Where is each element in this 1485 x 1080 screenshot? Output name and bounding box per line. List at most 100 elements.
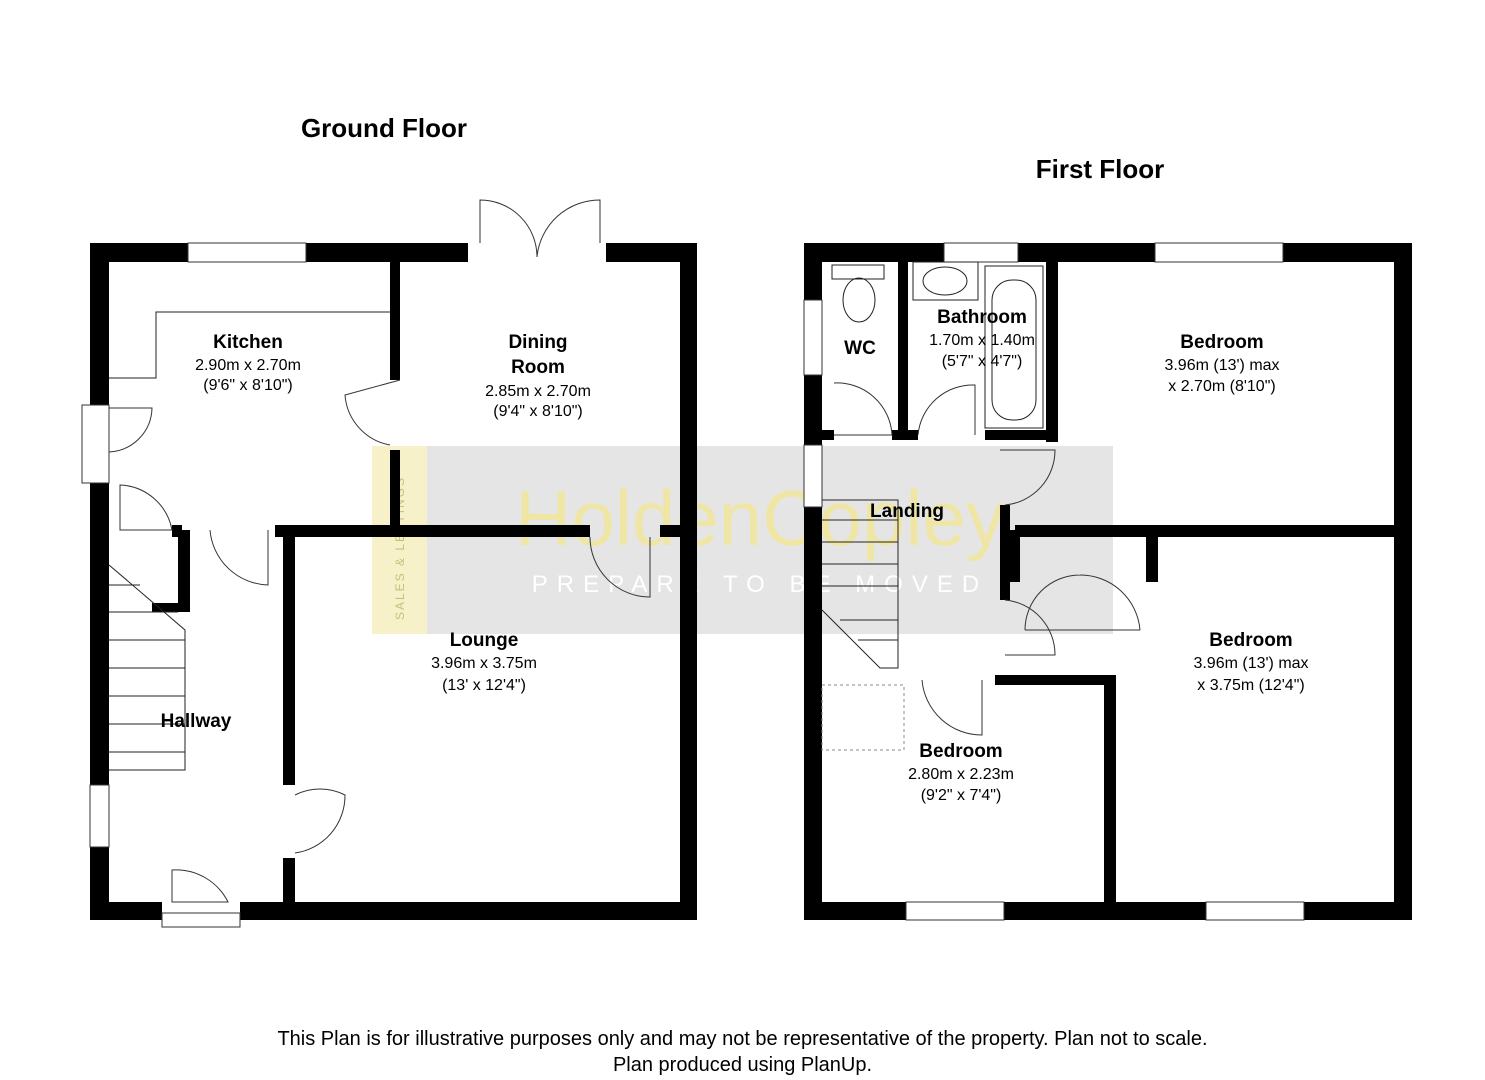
toilet-bowl (842, 277, 876, 323)
wall-kitchen-dining (390, 262, 400, 380)
wall-hall-lounge (283, 525, 295, 785)
wall-wc-bottom-b (892, 430, 918, 440)
window-kitchen-side-door (81, 404, 110, 484)
wall-bottom-right (240, 902, 697, 920)
wall-wardrobe-right (1146, 530, 1158, 582)
bathroom-name: Bathroom (937, 307, 1027, 328)
first-stairs (821, 499, 899, 669)
bathroom-fixtures (831, 261, 1044, 429)
bedroom1-name: Bedroom (1180, 332, 1263, 353)
bedroom2-dim-metric: 3.96m (13') max (1193, 655, 1308, 672)
disclaimer-line2: Plan produced using PlanUp. (612, 1054, 873, 1076)
wall-bath-bed (1046, 262, 1058, 442)
cupboard-door (119, 484, 173, 531)
ground-stairs (108, 564, 186, 771)
ground-floor-title: Ground Floor (301, 113, 467, 143)
wall-bottom-left (90, 902, 162, 920)
landing-name: Landing (870, 501, 944, 522)
kitchen-dim-metric: 2.90m x 2.70m (195, 357, 301, 374)
watermark-box (427, 446, 1113, 634)
window-wc-side (803, 299, 823, 376)
wall-wc-bath (898, 262, 908, 438)
disclaimer: This Plan is for illustrative purposes o… (0, 1026, 1485, 1078)
wall-right (1394, 243, 1412, 920)
wc-cistern (831, 264, 885, 280)
window-kitchen (187, 242, 307, 263)
wardrobe-doors (1024, 574, 1141, 631)
kitchen-name: Kitchen (213, 332, 283, 353)
wall-wardrobe-left (1010, 530, 1020, 582)
basin (922, 266, 968, 296)
wall-hall-lounge-lower (283, 858, 295, 908)
disclaimer-line1: This Plan is for illustrative purposes o… (277, 1028, 1208, 1050)
ground-floor: Ground Floor (81, 113, 697, 928)
window-landing-side (803, 444, 823, 508)
wall-lounge-top (275, 525, 590, 537)
bathroom-dim-metric: 1.70m x 1.40m (929, 332, 1035, 349)
wall-left (804, 243, 822, 920)
lounge-dim-imperial: (13' x 12'4") (442, 677, 526, 694)
wall-bedroom-divider (1015, 525, 1394, 537)
bedroom3-dim-imperial: (9'2" x 7'4") (921, 787, 1002, 804)
front-door-threshold (161, 912, 241, 928)
bedroom1-door (1000, 449, 1056, 506)
watermark: SALES & LETTINGS HoldenCopley PREPARE TO… (372, 446, 1113, 634)
window-bedroom1 (1154, 242, 1284, 263)
kitchen-back-door (108, 407, 153, 453)
bedroom2-name: Bedroom (1209, 630, 1292, 651)
window-bathroom (943, 242, 1019, 263)
bathroom-dim-imperial: (5'7" x 4'7") (942, 353, 1023, 370)
wall-cupboard (178, 530, 190, 612)
kitchen-counter (109, 311, 390, 379)
lounge-dim-metric: 3.96m x 3.75m (431, 655, 537, 672)
lounge-name: Lounge (450, 630, 519, 651)
watermark-tagline: PREPARE TO BE MOVED (532, 571, 988, 598)
bathroom-door (917, 384, 976, 436)
dining-dim-metric: 2.85m x 2.70m (485, 383, 591, 400)
hall-kitchen-door (209, 529, 269, 586)
wc-door (833, 382, 893, 436)
wall-right (680, 243, 697, 920)
kitchen-dim-imperial: (9'6" x 8'10") (203, 377, 293, 394)
wall-kitchen-dining-lower (390, 450, 400, 530)
window-bedroom3 (905, 901, 1005, 921)
bath-outline (984, 265, 1044, 429)
bedroom3-name: Bedroom (919, 741, 1002, 762)
dining-dim-imperial: (9'4" x 8'10") (493, 403, 583, 420)
wall-lounge-top-right (660, 525, 680, 537)
hall-lounge-door (294, 788, 346, 854)
bedroom2-door (1004, 599, 1056, 656)
first-floor-title: First Floor (1036, 154, 1165, 184)
dining-name-line2: Room (511, 357, 565, 378)
ground-floor-walls (90, 243, 697, 920)
first-floor: First Floor (803, 154, 1412, 921)
window-bedroom2 (1205, 901, 1305, 921)
dining-french-doors (479, 199, 601, 258)
wall-bath-bottom (985, 430, 1058, 440)
lounge-dining-door (589, 536, 651, 598)
window-hall-side (89, 784, 110, 848)
wall-cupboard-bottom (152, 603, 190, 612)
bath-inner (991, 279, 1037, 421)
front-door (171, 869, 229, 903)
basin-outline (912, 261, 979, 301)
bedroom3-door (921, 679, 983, 736)
bedroom1-dim-metric: 3.96m (13') max (1164, 357, 1279, 374)
wall-top-right (606, 243, 697, 262)
wall-top (804, 243, 1412, 262)
bedroom3-dim-metric: 2.80m x 2.23m (908, 766, 1014, 783)
bedroom2-dim-imperial: x 3.75m (12'4") (1197, 677, 1304, 694)
kitchen-dining-door (344, 379, 401, 446)
stairs-outline (821, 499, 899, 669)
wall-kitchen-hall-left (172, 525, 182, 537)
watermark-brand: HoldenCopley (515, 474, 1005, 562)
stairs-outline (108, 564, 186, 771)
bedroom1-dim-imperial: x 2.70m (8'10") (1168, 378, 1275, 395)
wall-landing-bed-right (1000, 505, 1010, 600)
wall-bed3-right (1104, 675, 1116, 905)
wall-wc-bottom-a (822, 430, 834, 440)
wall-bed3-top (995, 675, 1110, 685)
wc-name: WC (844, 338, 876, 359)
hallway-name: Hallway (161, 711, 232, 732)
